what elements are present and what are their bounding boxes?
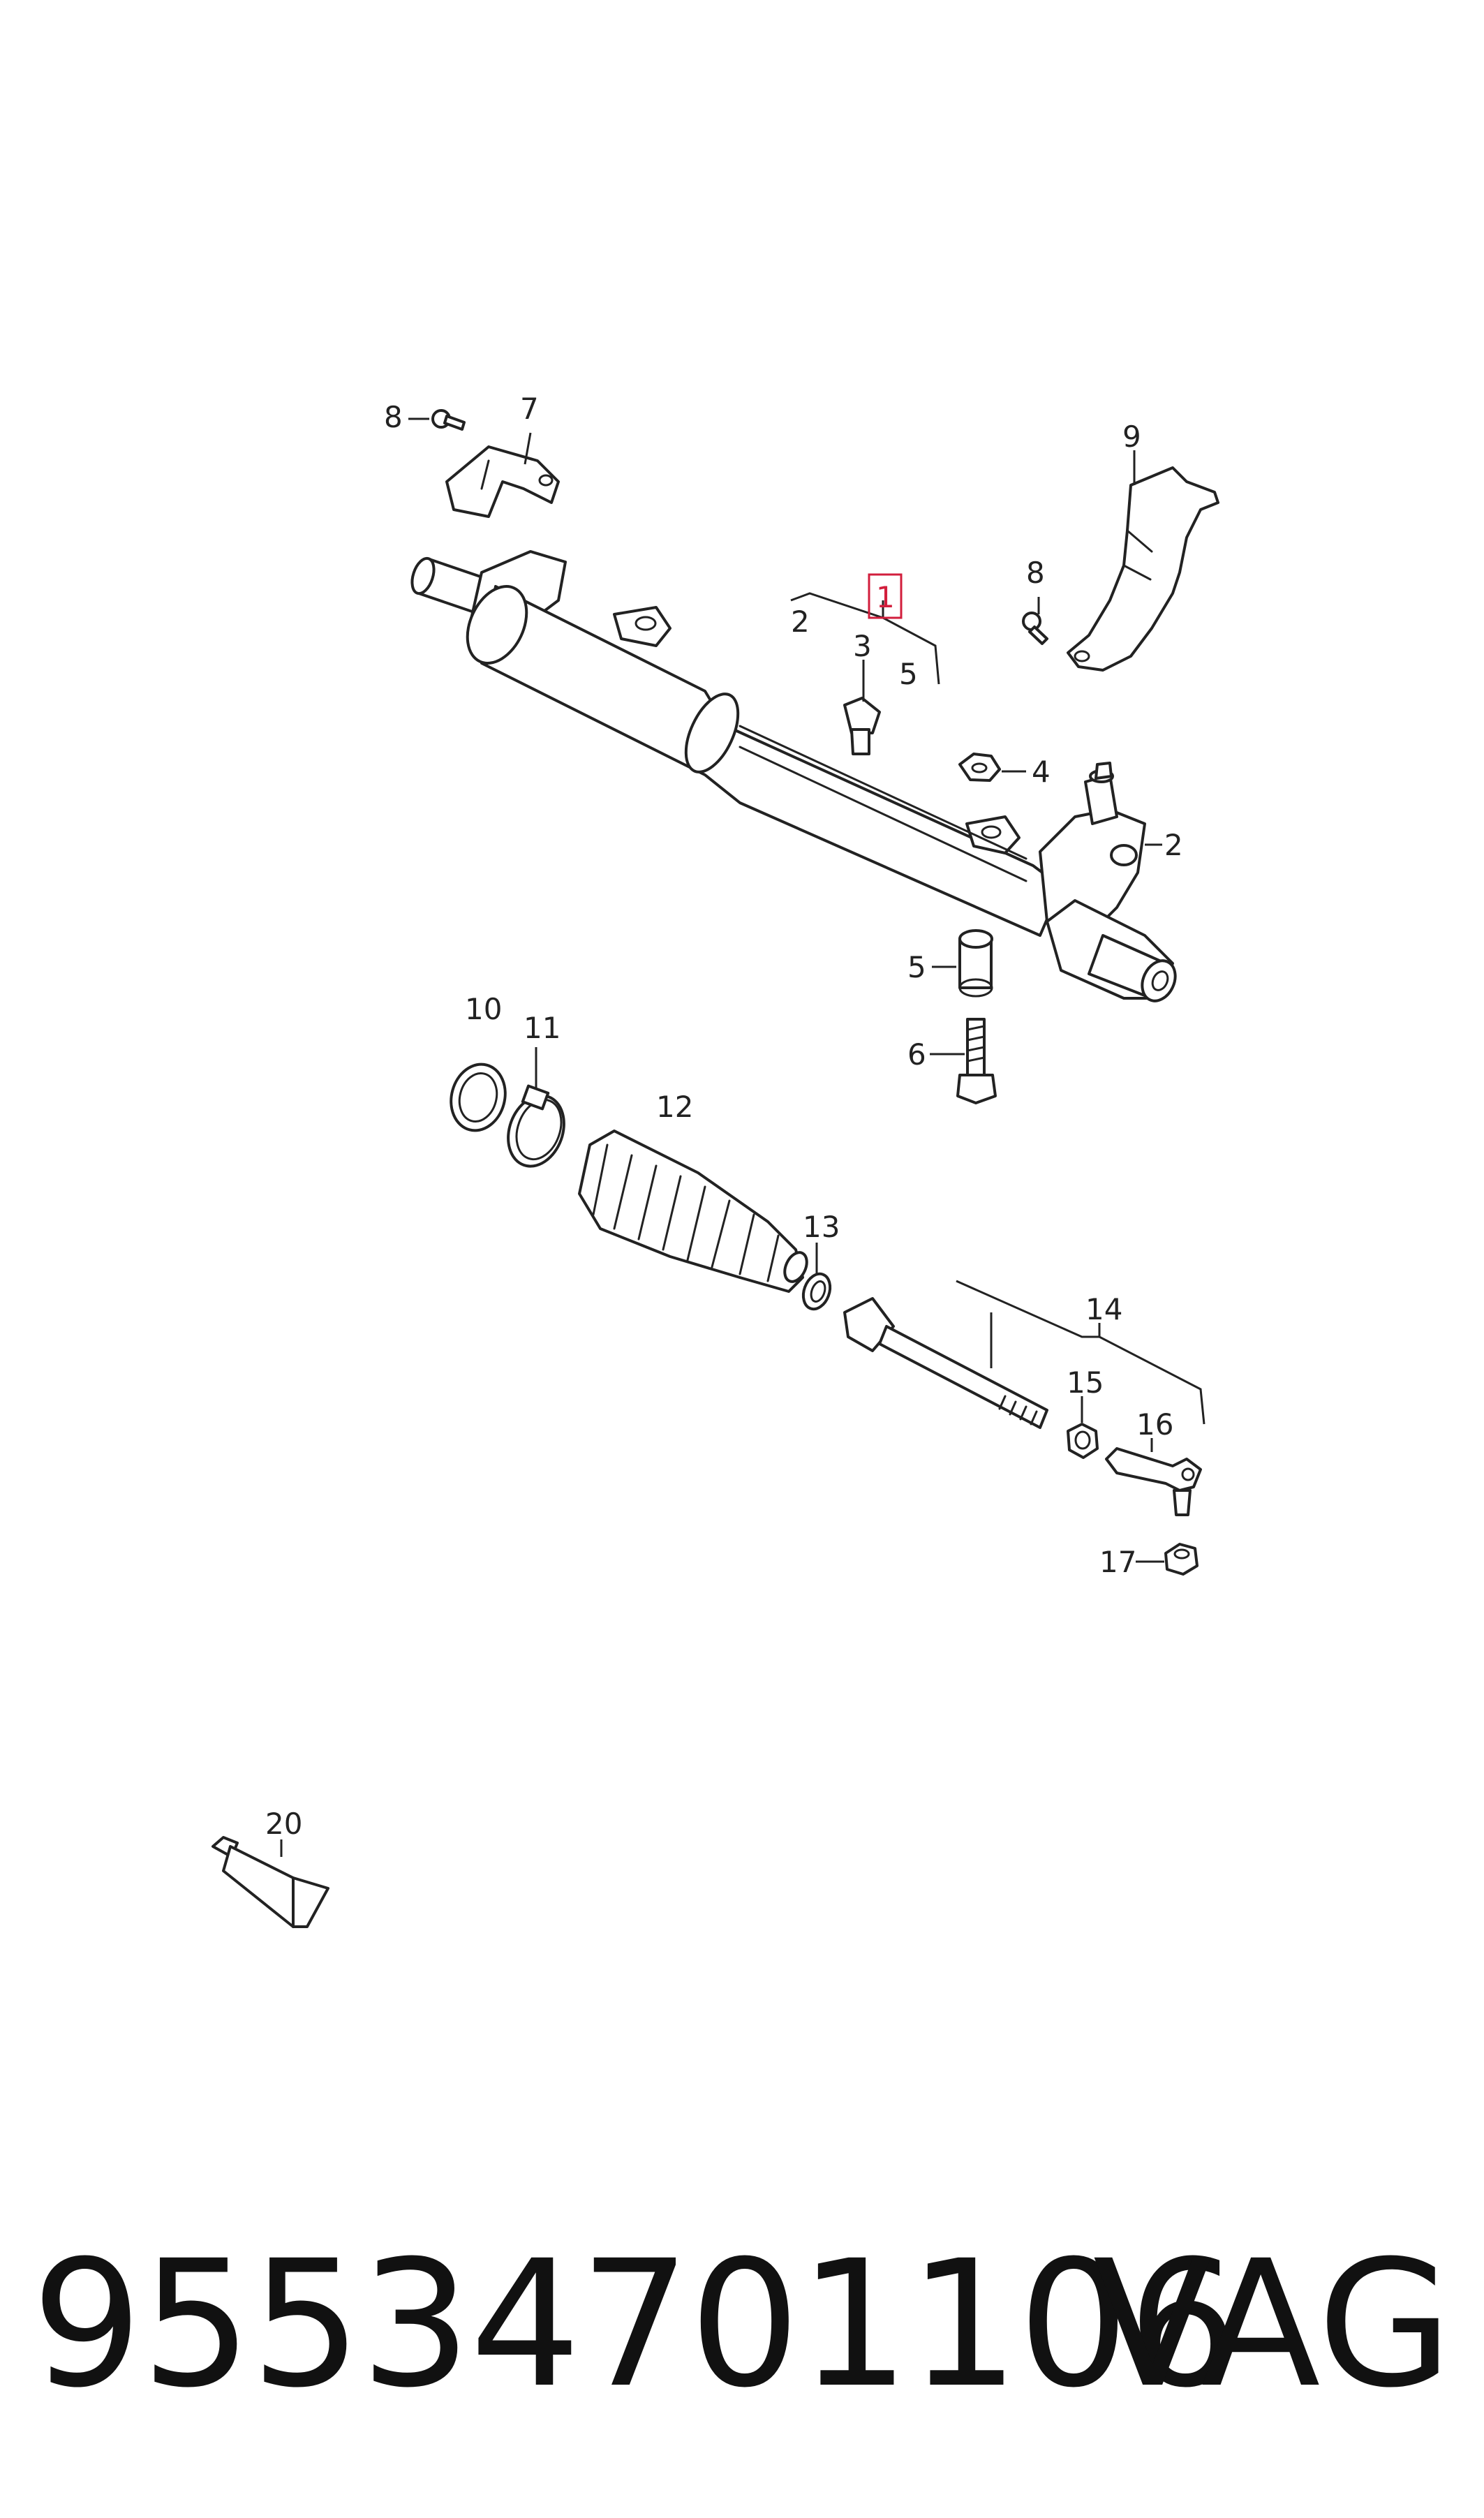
callout-8: 8 <box>384 400 403 434</box>
callout-5: 5 <box>907 950 926 984</box>
callout-5: 5 <box>899 657 918 691</box>
bolt <box>1022 612 1048 645</box>
long-bolt <box>956 1018 997 1104</box>
tie-rod-end <box>1105 1447 1202 1516</box>
callout-2: 2 <box>791 605 810 639</box>
leader-lines <box>280 417 1205 1857</box>
nut <box>958 753 1001 782</box>
small-clamp <box>801 1272 832 1311</box>
callout-4: 4 <box>1032 755 1051 789</box>
callout-15: 15 <box>1067 1365 1104 1400</box>
valve <box>843 697 881 755</box>
bolt <box>431 409 466 431</box>
callout-highlight-box <box>868 573 903 619</box>
callout-12: 12 <box>656 1090 693 1124</box>
callout-10: 10 <box>465 992 502 1026</box>
mounting-clamp <box>445 445 560 518</box>
callout-20: 20 <box>265 1807 302 1841</box>
callout-2: 2 <box>1164 828 1183 862</box>
self-locking-nut <box>1164 1543 1199 1576</box>
o-ring <box>450 1062 507 1132</box>
callout-3: 3 <box>853 629 872 663</box>
callout-1: 1 <box>876 580 895 614</box>
footer: 95534701106 VAG <box>0 2220 1484 2429</box>
heat-shield <box>1067 466 1219 672</box>
callout-17: 17 <box>1099 1545 1136 1579</box>
lock-nut <box>1067 1423 1099 1459</box>
tie-rod <box>843 1297 1048 1429</box>
callouts: 1 2 2 3 4 5 5 6 7 8 8 9 10 11 12 13 14 1… <box>265 392 1183 1841</box>
hose-clamp <box>507 1084 565 1168</box>
callout-8: 8 <box>1026 556 1045 590</box>
callout-7: 7 <box>520 392 539 426</box>
steering-rack <box>410 550 1177 1002</box>
grease-tube <box>212 1836 329 1928</box>
callout-6: 6 <box>907 1037 926 1072</box>
brand-name: VAG <box>1092 2223 1453 2426</box>
callout-16: 16 <box>1136 1407 1173 1442</box>
steering-boot <box>578 1130 808 1293</box>
callout-14: 14 <box>1085 1292 1122 1326</box>
part-number: 95534701106 <box>31 2223 1239 2426</box>
bushing <box>958 929 993 998</box>
callout-13: 13 <box>803 1210 840 1244</box>
callout-9: 9 <box>1122 420 1141 454</box>
callout-11: 11 <box>524 1011 561 1045</box>
